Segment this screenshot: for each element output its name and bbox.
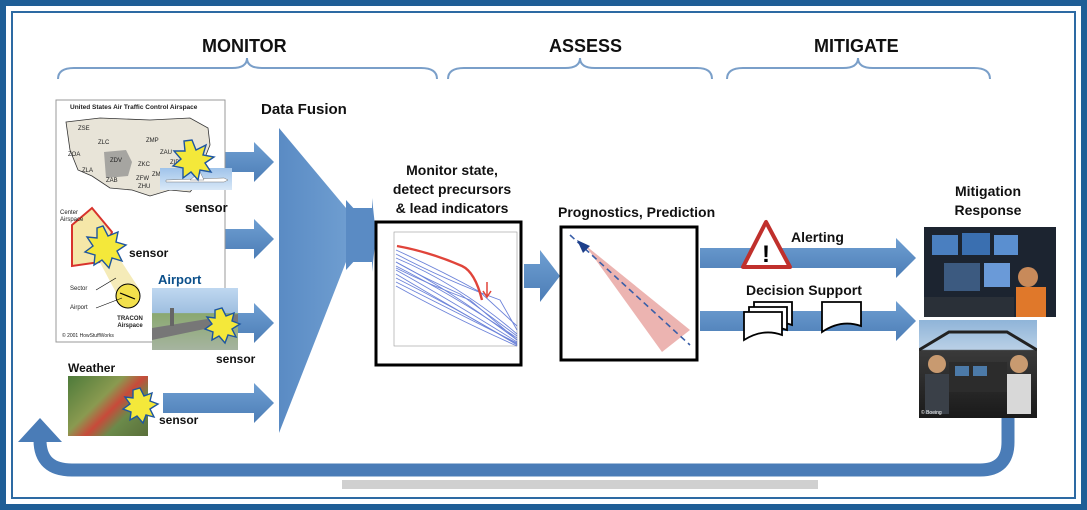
data-fusion-funnel xyxy=(279,128,346,433)
blue-trajectories xyxy=(395,249,518,347)
monitor-state-label: Monitor state, detect precursors & lead … xyxy=(372,161,532,218)
sensor-label-3: sensor xyxy=(216,352,256,366)
map-airport-label: Airport xyxy=(70,305,88,311)
monitor-state-line2: detect precursors xyxy=(392,181,512,197)
prediction-dashed-line xyxy=(569,234,691,346)
monitor-state-line1: Monitor state, xyxy=(406,162,498,178)
fusion-arrowhead xyxy=(346,200,378,270)
decision-support-label: Decision Support xyxy=(746,282,862,298)
monitor-state-line3: & lead indicators xyxy=(395,200,509,216)
airport-photo xyxy=(152,288,238,350)
zdv-region xyxy=(104,150,132,178)
aircraft-photo xyxy=(160,168,232,190)
phase-assess-label: ASSESS xyxy=(549,36,623,56)
documents-icon xyxy=(743,301,793,342)
feedback-loop-arrow xyxy=(33,418,1015,477)
monitor-brace xyxy=(57,57,438,80)
airport-label: Airport xyxy=(158,272,202,287)
map-credit: © 2001 HowStuffWorks xyxy=(62,333,114,339)
prediction-marker xyxy=(577,240,590,253)
assess-brace xyxy=(447,57,713,80)
region-zla: ZLA xyxy=(82,168,94,174)
map-title: United States Air Traffic Control Airspa… xyxy=(70,104,198,111)
photo-credit: © Boeing xyxy=(921,410,942,416)
mitigation-response-label: Mitigation Response xyxy=(938,182,1038,220)
region-zhu: ZHU xyxy=(138,184,151,190)
sector-label: Sector xyxy=(70,286,88,292)
svg-text:!: ! xyxy=(762,241,770,268)
control-room-photo xyxy=(924,227,1056,317)
region-zau: ZAU xyxy=(160,150,172,156)
mitigation-response-line1: Mitigation xyxy=(954,183,1022,199)
region-zab: ZAB xyxy=(106,178,118,184)
region-zid: ZID xyxy=(170,160,180,166)
sensor-label-2: sensor xyxy=(129,246,169,260)
mitigation-response-line2: Response xyxy=(954,202,1022,218)
prognostics-label: Prognostics, Prediction xyxy=(558,204,716,220)
document-icon xyxy=(821,301,862,334)
data-fusion-label: Data Fusion xyxy=(261,101,347,118)
region-zme: ZME xyxy=(152,172,165,178)
region-zse: ZSE xyxy=(78,126,90,132)
inner-frame xyxy=(11,11,1076,499)
center-airspace-label: Center Airspace xyxy=(60,210,84,223)
warning-icon xyxy=(741,220,792,269)
sensor-label-1: sensor xyxy=(185,200,228,215)
alerting-label: Alerting xyxy=(791,229,844,245)
sensor-label-4: sensor xyxy=(159,413,199,427)
red-trend-line xyxy=(396,244,484,301)
red-indicator-arrow xyxy=(482,282,492,299)
scrollbar-track xyxy=(342,480,818,489)
phase-mitigate-label: MITIGATE xyxy=(814,36,899,56)
region-zkc: ZKC xyxy=(138,162,150,168)
region-zdv: ZDV xyxy=(110,158,122,164)
mitigate-brace xyxy=(726,57,991,80)
phase-monitor-label: MONITOR xyxy=(202,36,287,56)
cockpit-photo: © Boeing xyxy=(919,320,1037,418)
weather-radar-photo xyxy=(68,376,148,436)
assess-arrow xyxy=(524,250,560,302)
decision-support-arrow xyxy=(700,301,916,341)
weather-label: Weather xyxy=(68,361,116,375)
feedback-arrowhead xyxy=(18,418,62,442)
tracon-label: TRACON Airspace xyxy=(117,316,143,329)
region-zoa: ZOA xyxy=(68,152,81,158)
region-zmp: ZMP xyxy=(146,138,159,144)
region-zfw: ZFW xyxy=(136,176,149,182)
region-zlc: ZLC xyxy=(98,140,110,146)
